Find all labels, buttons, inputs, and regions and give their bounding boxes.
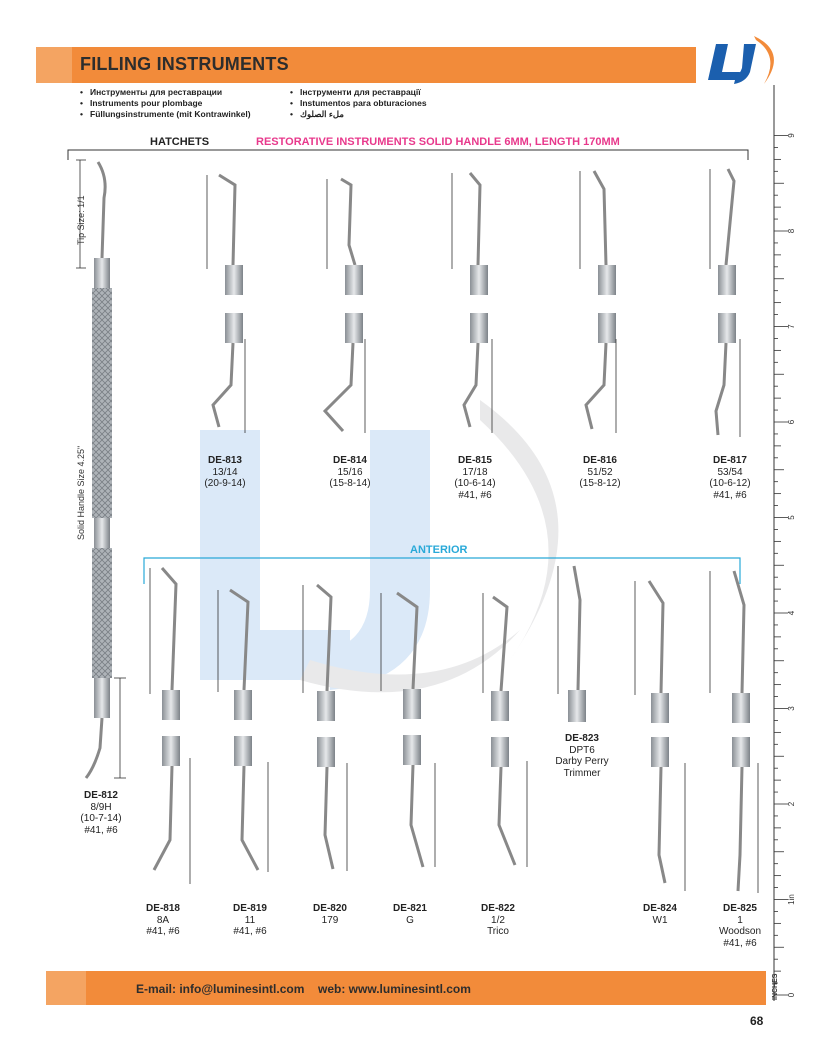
ruler-number: 8	[787, 228, 796, 233]
footer-bar	[46, 971, 766, 1005]
instrument-de819-image	[217, 588, 269, 872]
language-uk: •Інструменти для реставрації	[290, 87, 421, 97]
hatchets-bracket	[67, 149, 749, 160]
header-bar	[72, 47, 696, 83]
tip-size-label: Tip Size: 1/1	[76, 195, 86, 245]
instrument-de817-image	[709, 168, 741, 437]
language-ar: •ملء الصلوك	[290, 109, 344, 119]
instrument-de812-image	[76, 159, 126, 779]
instrument-de821-image	[380, 591, 436, 868]
instrument-de825-image	[709, 570, 759, 893]
instrument-de816-image	[579, 170, 617, 433]
footer-website[interactable]: web: www.luminesintl.com	[318, 982, 471, 996]
ruler-number: 4	[787, 610, 796, 615]
hatchets-label: HATCHETS	[150, 136, 210, 148]
instrument-de813-image	[206, 173, 246, 433]
instrument-de823-image	[557, 565, 586, 722]
instrument-de814-image	[322, 177, 366, 433]
language-fr: •Instruments pour plombage	[80, 98, 203, 108]
languages-right: •Інструменти для реставрації •Instumento…	[290, 87, 427, 120]
instrument-de818-image	[149, 567, 191, 884]
ruler-number: 2	[787, 801, 796, 806]
language-es: •Instumentos para obturaciones	[290, 98, 427, 108]
company-logo	[708, 36, 774, 84]
language-de: •Füllungsinstrumente (mit Kontrawinkel)	[80, 109, 251, 119]
inch-ruler: 0 1in 2 3 4 5 6 7 8 9	[773, 85, 796, 1001]
instrument-de824-image	[634, 580, 686, 891]
anterior-label: ANTERIOR	[410, 544, 468, 556]
watermark-logo	[200, 400, 559, 693]
solid-handle-size-label: Solid Handle Size 4.25"	[76, 445, 86, 540]
footer-bar-light	[46, 971, 86, 1005]
ruler-number: 5	[787, 515, 796, 520]
restorative-label: RESTORATIVE INSTRUMENTS SOLID HANDLE 6MM…	[256, 136, 620, 148]
ruler-number: 1in	[787, 894, 796, 905]
ruler-number: 6	[787, 419, 796, 424]
footer-email[interactable]: E-mail: info@luminesintl.com	[136, 982, 305, 996]
ruler-number: 7	[787, 324, 796, 329]
languages-left: •Инструменты для реставрации •Instrument…	[80, 87, 251, 120]
instrument-de822-image	[482, 593, 528, 867]
instrument-de820-image	[302, 583, 348, 871]
ruler-number: 3	[787, 706, 796, 711]
page-number: 68	[750, 1014, 764, 1028]
instrument-de815-image	[451, 172, 493, 433]
ruler-unit-label: INCHES	[772, 973, 779, 1000]
anterior-bracket	[143, 557, 741, 584]
ruler-number: 0	[787, 992, 796, 997]
language-ru: •Инструменты для реставрации	[80, 87, 223, 97]
ruler-number: 9	[787, 133, 796, 138]
page-title: FILLING INSTRUMENTS	[80, 54, 289, 74]
